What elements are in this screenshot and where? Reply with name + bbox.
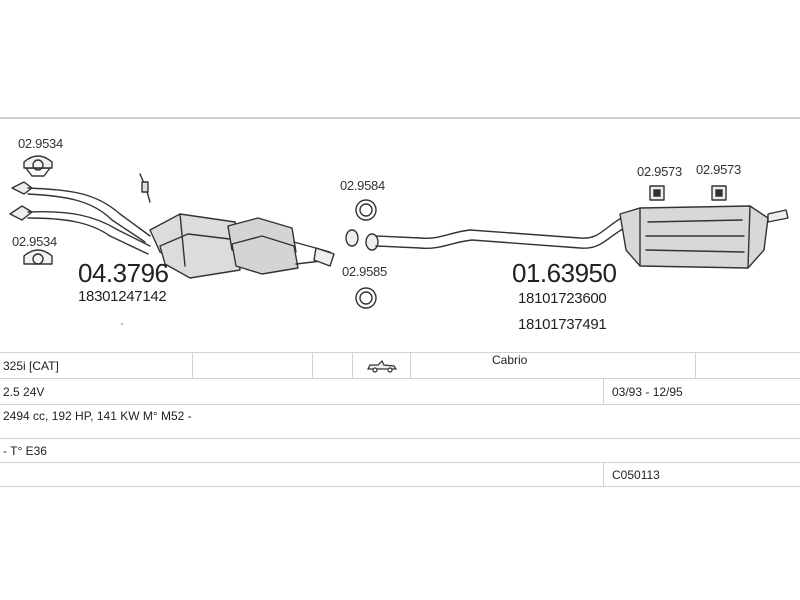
body-cell: Cabrio [492,353,528,367]
gasket-mid-bottom-label: 02.9585 [342,264,387,279]
gasket-icon [23,155,53,177]
exhaust-drawing [9,155,789,309]
table-row: C050113 [0,462,800,487]
chassis-cell: - T° E36 [3,444,47,458]
mark: · [120,316,124,330]
exhaust-diagram: 02.9534 02.9534 02.9584 02.9585 02.9573 … [0,118,800,343]
ring-gasket-icon [355,199,377,221]
mount-right-2-label: 02.9573 [696,162,741,177]
rear-oem-number-2: 18101737491 [518,316,607,333]
gasket-bottom-left-label: 02.9534 [12,234,57,249]
spec-cell: 2494 cc, 192 HP, 141 KW M° M52 - [3,409,192,423]
gasket-mid-top-label: 02.9584 [340,178,385,193]
engine-cell: 2.5 24V [3,385,45,399]
table-row: - T° E36 [0,438,800,463]
ring-gasket-icon [355,287,377,309]
convertible-car-icon [366,353,398,379]
front-part-number: 04.3796 [78,258,169,288]
table-row: 325i [CAT] Cabrio [0,352,800,379]
dates-cell: 03/93 - 12/95 [612,385,683,399]
table-row: 2494 cc, 192 HP, 141 KW M° M52 - [0,404,800,439]
top-rule [0,117,800,119]
rubber-mount-icon [711,185,727,201]
mount-right-1-label: 02.9573 [637,164,682,179]
table-row: 2.5 24V 03/93 - 12/95 [0,378,800,405]
model-cell: 325i [CAT] [3,359,59,373]
table-bottom-rule [0,486,800,488]
code-cell: C050113 [612,468,660,482]
front-oem-number: 18301247142 [78,288,167,305]
rear-oem-number-1: 18101723600 [518,290,607,307]
catalytic-converter-icon [227,217,299,275]
rubber-mount-icon [649,185,665,201]
gasket-top-left-label: 02.9534 [18,136,63,151]
rear-silencer-icon [619,205,769,269]
rear-part-number: 01.63950 [512,258,617,288]
gasket-icon [23,249,53,265]
